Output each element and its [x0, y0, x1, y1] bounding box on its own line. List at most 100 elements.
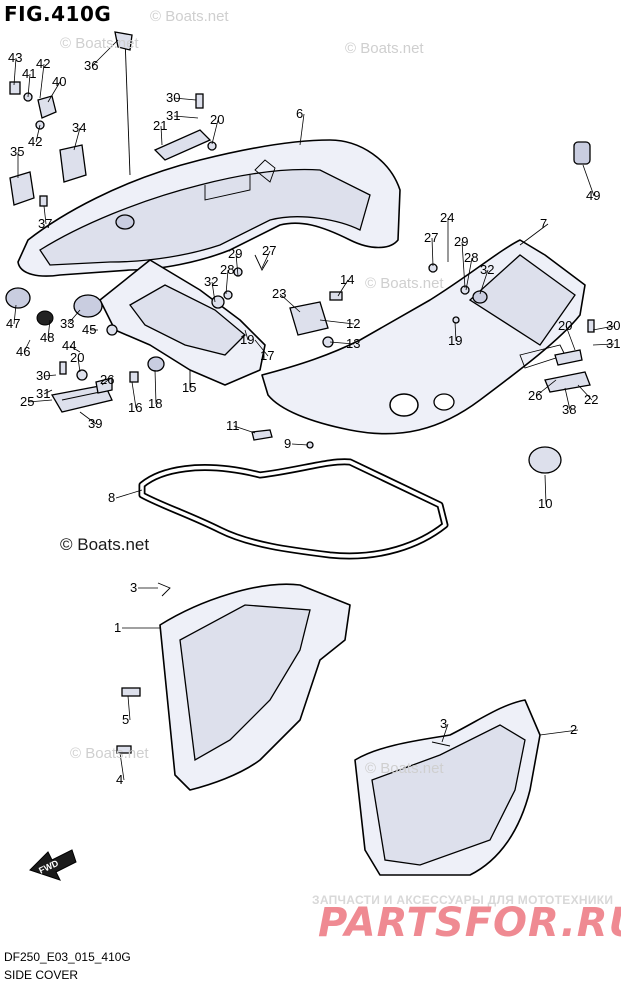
callout-20: 20	[70, 350, 84, 365]
callout-28: 28	[220, 262, 234, 277]
callout-3: 3	[440, 716, 447, 731]
leader-line	[77, 357, 81, 373]
leader-line	[67, 309, 81, 325]
callout-24: 24	[440, 210, 454, 225]
leader-line	[431, 237, 434, 267]
watermark-2: © Boats.net	[60, 35, 139, 52]
leader-line	[319, 319, 355, 325]
figure-caption: SIDE COVER	[4, 968, 79, 982]
callout-30: 30	[606, 318, 620, 333]
callout-43: 43	[8, 50, 22, 65]
leader-line	[225, 269, 229, 295]
callout-27: 27	[262, 243, 276, 258]
callout-4: 4	[116, 772, 123, 787]
leader-line	[173, 97, 197, 101]
leader-line	[291, 443, 309, 446]
leader-line	[261, 250, 271, 269]
watermark-dark: © Boats.net	[60, 535, 150, 554]
figure-title: FIG.410G	[4, 2, 112, 26]
leader-line	[519, 223, 549, 246]
leader-line	[35, 124, 41, 143]
leader-line	[13, 57, 17, 86]
callout-37: 37	[38, 216, 52, 231]
leader-line	[565, 325, 576, 351]
callout-28: 28	[464, 250, 478, 265]
callout-25: 25	[20, 394, 34, 409]
leader-line	[160, 125, 163, 146]
hardware	[5, 31, 595, 754]
leader-line	[73, 127, 81, 151]
leader-line	[23, 339, 31, 353]
leader-line	[461, 241, 466, 289]
leader-line	[582, 164, 595, 197]
leader-line	[47, 319, 51, 339]
callout-30: 30	[166, 90, 180, 105]
watermark-3: © Boats.net	[345, 40, 424, 57]
part-15-support	[99, 259, 266, 390]
callout-23: 23	[272, 286, 286, 301]
callout-27: 27	[424, 230, 438, 245]
callout-40: 40	[52, 74, 66, 89]
watermark-1: © Boats.net	[150, 8, 229, 25]
leader-line	[337, 279, 349, 297]
leader-line	[211, 281, 216, 303]
part-2-right-cover	[354, 699, 541, 876]
callout-26: 26	[528, 388, 542, 403]
leader-line	[119, 752, 125, 781]
callout-44: 44	[62, 338, 76, 353]
callout-17: 17	[260, 348, 274, 363]
callout-31: 31	[166, 108, 180, 123]
callout-36: 36	[84, 58, 98, 73]
leader-line	[535, 379, 557, 397]
callout-3: 3	[130, 580, 137, 595]
leader-line	[43, 205, 47, 225]
brand-site: PARTSFOR.RU	[318, 900, 621, 946]
figure-code: DF250_E03_015_410G	[4, 950, 131, 964]
leader-line	[211, 119, 219, 145]
callout-32: 32	[480, 262, 494, 277]
leader-line	[454, 321, 457, 342]
leader-line	[299, 113, 305, 146]
callout-35: 35	[10, 144, 24, 159]
leader-line	[577, 384, 593, 401]
callout-31: 31	[606, 336, 620, 351]
callout-1: 1	[114, 620, 121, 635]
callout-42: 42	[36, 56, 50, 71]
callout-20: 20	[210, 112, 224, 127]
brand-tagline: ЗАПЧАСТИ И АКСЕССУАРЫ ДЛЯ МОТОТЕХНИКИ	[312, 893, 614, 907]
callout-5: 5	[122, 712, 129, 727]
callout-33: 33	[60, 316, 74, 331]
leader-line	[39, 63, 45, 99]
callout-22: 22	[584, 392, 598, 407]
callout-31: 31	[36, 386, 50, 401]
callout-13: 13	[346, 336, 360, 351]
leader-line	[329, 341, 355, 345]
callout-26: 26	[100, 372, 114, 387]
leader-line	[91, 39, 119, 67]
leader-line	[233, 425, 256, 434]
callout-38: 38	[562, 402, 576, 417]
fwd-arrow-icon: FWD	[29, 849, 77, 881]
callout-9: 9	[284, 436, 291, 451]
callout-7: 7	[540, 216, 547, 231]
leader-lines	[13, 39, 615, 781]
leader-line	[115, 489, 143, 499]
leader-line	[465, 257, 473, 291]
callout-29: 29	[454, 234, 468, 249]
callout-16: 16	[128, 400, 142, 415]
leader-line	[43, 389, 53, 395]
leader-line	[539, 729, 579, 736]
callout-47: 47	[6, 316, 20, 331]
leader-line	[564, 387, 571, 411]
part-6-upper-cover	[17, 139, 401, 277]
leader-line	[244, 329, 249, 341]
leader-line	[592, 325, 615, 331]
callout-19: 19	[448, 333, 462, 348]
callout-19: 19	[240, 332, 254, 347]
callout-39: 39	[88, 416, 102, 431]
callout-12: 12	[346, 316, 360, 331]
callout-45: 45	[82, 322, 96, 337]
callout-34: 34	[72, 120, 86, 135]
leader-line	[235, 253, 239, 277]
